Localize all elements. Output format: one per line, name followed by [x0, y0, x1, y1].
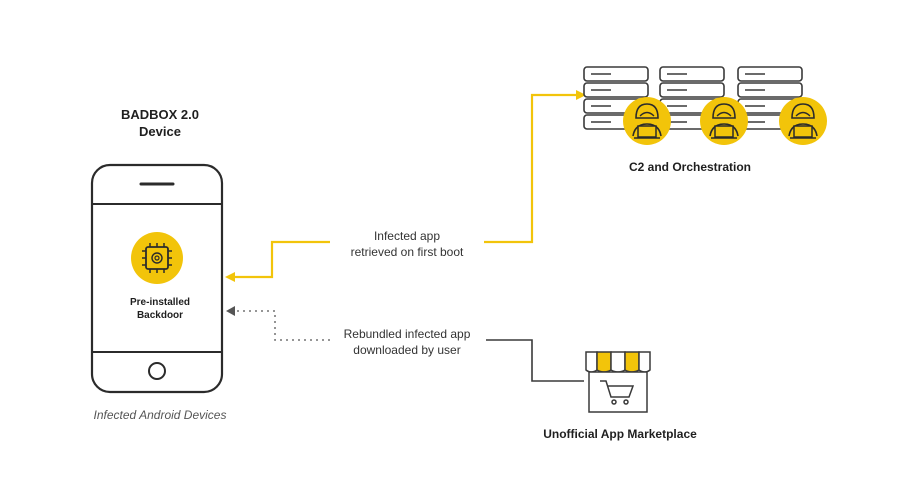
- c2-connector: [225, 90, 586, 282]
- market-edge-label-line2: downloaded by user: [353, 343, 461, 357]
- arrow-head-icon: [226, 306, 235, 316]
- device-title-line1: BADBOX 2.0: [120, 107, 200, 122]
- chip-icon: [131, 232, 183, 284]
- chip-label: Pre-installed Backdoor: [105, 296, 215, 322]
- c2-edge-label-line1: Infected app: [373, 229, 441, 243]
- device-title-line2: Device: [139, 124, 181, 139]
- c2-edge-label-line2: retrieved on first boot: [350, 245, 464, 259]
- marketplace-label: Unofficial App Marketplace: [543, 427, 697, 441]
- c2-edge-label: Infected app retrieved on first boot: [317, 228, 497, 260]
- market-connector: [226, 306, 584, 382]
- server-rack-2: [659, 66, 725, 130]
- storefront-icon: [585, 351, 651, 413]
- hacker-icon: [700, 97, 748, 145]
- c2-label: C2 and Orchestration: [628, 160, 752, 174]
- hacker-icon: [779, 97, 827, 145]
- chip-label-line1: Pre-installed: [129, 297, 191, 308]
- device-title: BADBOX 2.0 Device: [95, 106, 225, 140]
- market-edge-label: Rebundled infected app downloaded by use…: [317, 326, 497, 358]
- home-button: [148, 362, 166, 380]
- arrow-head-icon: [576, 90, 586, 100]
- chip-label-line2: Backdoor: [136, 310, 184, 321]
- hacker-icon: [623, 97, 671, 145]
- shopping-cart-icon: [600, 380, 635, 405]
- arrow-head-icon: [225, 272, 235, 282]
- market-edge-label-line1: Rebundled infected app: [343, 327, 471, 341]
- device-caption: Infected Android Devices: [93, 408, 227, 422]
